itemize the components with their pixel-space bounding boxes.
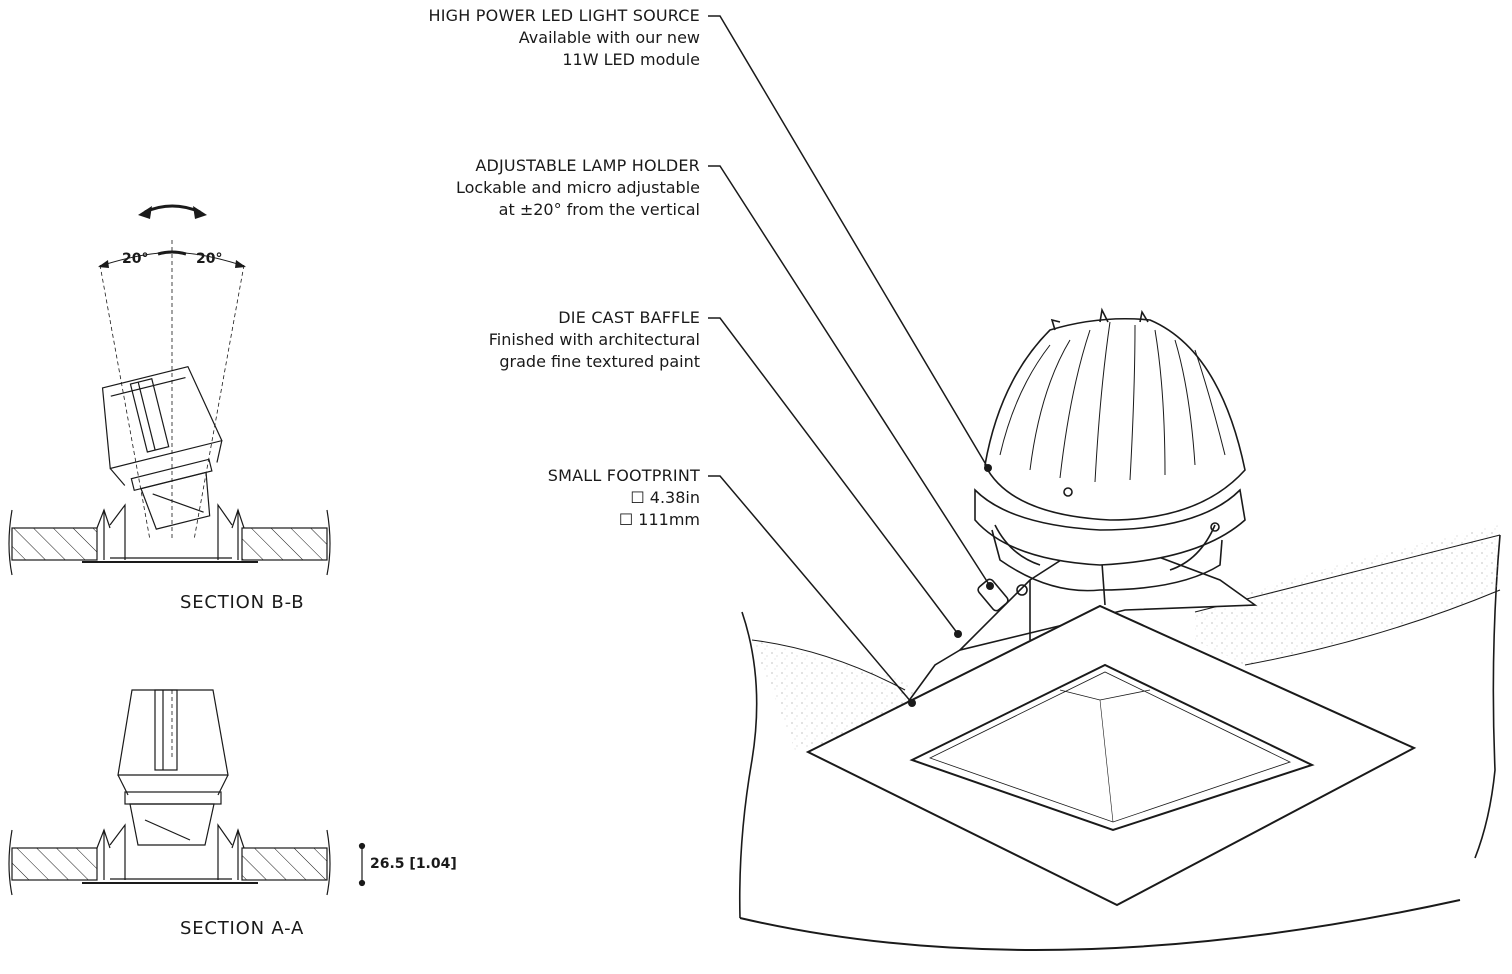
dimension-label: 26.5 [1.04] — [370, 856, 457, 872]
callout-title: ADJUSTABLE LAMP HOLDER — [475, 156, 700, 175]
callout-title: DIE CAST BAFFLE — [558, 308, 700, 327]
callout-desc-line1: Finished with architectural — [488, 330, 700, 349]
leader-lines — [708, 15, 991, 704]
callout-title: SMALL FOOTPRINT — [547, 466, 700, 485]
angle-left-label: 20° — [122, 251, 149, 267]
callout-desc-line2: grade fine textured paint — [499, 352, 700, 371]
leader-dots — [908, 464, 994, 707]
callout-desc-line2: at ±20° from the vertical — [498, 200, 700, 219]
callout-desc-line1: Available with our new — [518, 28, 700, 47]
callout-desc-line2: 11W LED module — [562, 50, 700, 69]
callout-adjustable-lamp-holder: ADJUSTABLE LAMP HOLDER Lockable and micr… — [456, 155, 700, 221]
callout-desc-line1: ☐ 4.38in — [630, 488, 700, 507]
section-b-b-drawing — [8, 204, 331, 576]
callout-desc-line1: Lockable and micro adjustable — [455, 178, 700, 197]
callout-led-light-source: HIGH POWER LED LIGHT SOURCE Available wi… — [429, 5, 700, 71]
callout-desc-line2: ☐ 111mm — [618, 510, 700, 529]
angle-right-label: 20° — [196, 251, 223, 267]
section-a-a-label: SECTION A-A — [180, 918, 305, 939]
callout-die-cast-baffle: DIE CAST BAFFLE Finished with architectu… — [489, 307, 700, 373]
section-b-b-label: SECTION B-B — [180, 592, 305, 613]
section-a-a-drawing — [8, 689, 366, 896]
fixture-isometric-drawing — [738, 307, 1501, 951]
callout-small-footprint: SMALL FOOTPRINT ☐ 4.38in ☐ 111mm — [548, 465, 700, 531]
callout-title: HIGH POWER LED LIGHT SOURCE — [428, 6, 700, 25]
